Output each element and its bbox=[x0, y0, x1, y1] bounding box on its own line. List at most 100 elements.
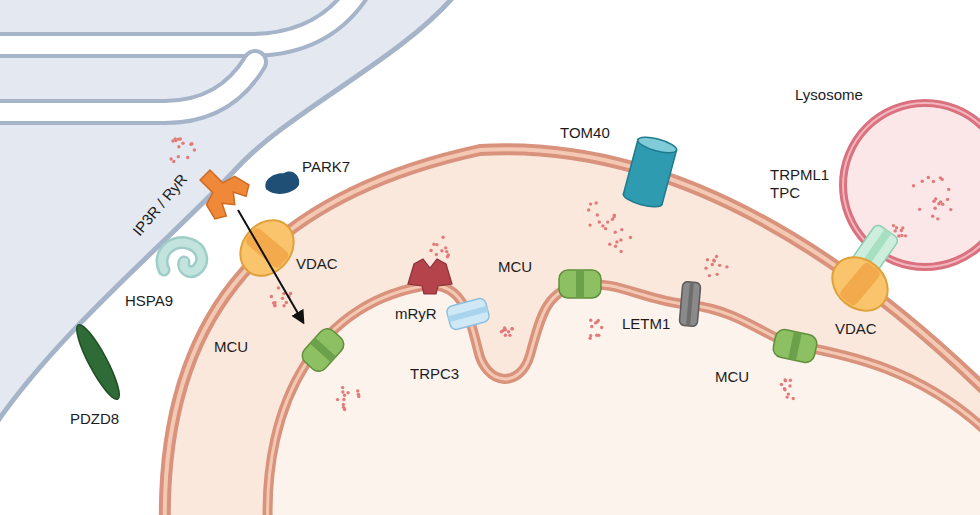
calcium-ion bbox=[900, 234, 903, 237]
calcium-ion bbox=[936, 217, 939, 220]
calcium-ion bbox=[342, 398, 345, 401]
calcium-ion bbox=[171, 139, 174, 142]
calcium-ion bbox=[946, 198, 949, 201]
protein-label: mRyR bbox=[395, 305, 437, 323]
calcium-ion bbox=[894, 229, 897, 232]
protein-label: LETM1 bbox=[622, 315, 670, 333]
calcium-ion bbox=[615, 240, 618, 243]
calcium-ion bbox=[713, 259, 716, 262]
calcium-flux-arrow bbox=[238, 210, 303, 322]
calcium-ion bbox=[177, 145, 180, 148]
calcium-ion bbox=[589, 319, 592, 322]
pdzd8-protein bbox=[70, 321, 125, 404]
calcium-ion bbox=[174, 139, 177, 142]
calcium-ion bbox=[189, 143, 192, 146]
calcium-ion bbox=[590, 325, 593, 328]
calcium-ion bbox=[356, 389, 359, 392]
calcium-ion bbox=[715, 255, 718, 258]
calcium-ion bbox=[501, 329, 504, 332]
calcium-ion bbox=[282, 304, 285, 307]
calcium-ion bbox=[342, 403, 345, 406]
calcium-ion bbox=[444, 246, 447, 249]
calcium-ion bbox=[608, 243, 611, 246]
calcium-ion bbox=[441, 235, 444, 238]
letm1-channel bbox=[679, 281, 701, 326]
calcium-ion bbox=[949, 208, 952, 211]
calcium-ion bbox=[604, 227, 607, 230]
calcium-ion bbox=[947, 188, 950, 191]
protein-label: PARK7 bbox=[302, 158, 350, 176]
protein-label: VDAC bbox=[835, 320, 877, 338]
calcium-ion bbox=[715, 273, 718, 276]
calcium-ion bbox=[446, 255, 449, 258]
hspa9-protein bbox=[162, 243, 202, 272]
calcium-ion bbox=[504, 333, 507, 336]
mcu-channel bbox=[559, 270, 601, 298]
calcium-ion bbox=[587, 208, 590, 211]
calcium-ion bbox=[704, 266, 707, 269]
calcium-ion bbox=[783, 388, 786, 391]
calcium-ion bbox=[792, 397, 795, 400]
calcium-ion bbox=[629, 236, 632, 239]
calcium-ion bbox=[435, 253, 438, 256]
calcium-ion bbox=[939, 176, 942, 179]
calcium-ion bbox=[783, 378, 786, 381]
calcium-ion bbox=[285, 301, 288, 304]
calcium-ion bbox=[273, 301, 276, 304]
calcium-ion bbox=[596, 213, 599, 216]
calcium-ion bbox=[601, 224, 604, 227]
calcium-ion bbox=[341, 390, 344, 393]
calcium-ion bbox=[895, 226, 898, 229]
protein-label: TPC bbox=[770, 184, 800, 202]
calcium-ion bbox=[933, 206, 936, 209]
calcium-ion bbox=[181, 142, 184, 145]
calcium-ion bbox=[589, 202, 592, 205]
calcium-ion bbox=[357, 395, 360, 398]
mcu-channel bbox=[299, 325, 348, 375]
calcium-ion bbox=[186, 156, 189, 159]
calcium-ion bbox=[711, 263, 714, 266]
calcium-ion bbox=[712, 259, 715, 262]
calcium-ion bbox=[588, 223, 591, 226]
calcium-ion bbox=[179, 137, 182, 140]
calcium-ion bbox=[708, 274, 711, 277]
protein-label: HSPA9 bbox=[125, 292, 173, 310]
calcium-ion bbox=[598, 220, 601, 223]
calcium-ion bbox=[440, 249, 443, 252]
calcium-ion bbox=[595, 334, 598, 337]
calcium-ion bbox=[718, 264, 721, 267]
calcium-ion bbox=[341, 386, 344, 389]
ip3r-ryr-channel bbox=[188, 158, 253, 223]
protein-label: TRPC3 bbox=[410, 365, 459, 383]
calcium-ion bbox=[789, 378, 792, 381]
calcium-ion bbox=[901, 226, 904, 229]
calcium-ion bbox=[190, 142, 193, 145]
vdac-channel bbox=[822, 246, 899, 321]
calcium-ion bbox=[614, 231, 617, 234]
calcium-ion bbox=[619, 250, 622, 253]
protein-label: MCU bbox=[715, 368, 749, 386]
calcium-ion bbox=[510, 327, 513, 330]
calcium-ion bbox=[508, 334, 511, 337]
calcium-ion bbox=[172, 160, 175, 163]
calcium-ion bbox=[611, 218, 614, 221]
calcium-ion bbox=[445, 250, 448, 253]
calcium-ion bbox=[785, 395, 788, 398]
calcium-ion bbox=[784, 379, 787, 382]
calcium-ions bbox=[169, 137, 952, 411]
calcium-ion bbox=[932, 199, 935, 202]
calcium-ion bbox=[937, 202, 940, 205]
calcium-ion bbox=[931, 214, 934, 217]
mryr-channel bbox=[408, 259, 452, 294]
calcium-ion bbox=[432, 243, 435, 246]
calcium-ion bbox=[600, 326, 603, 329]
calcium-ion bbox=[780, 383, 783, 386]
calcium-ion bbox=[897, 234, 900, 237]
calcium-ion bbox=[725, 265, 728, 268]
calcium-ion bbox=[507, 330, 510, 333]
calcium-ion bbox=[594, 201, 597, 204]
calcium-ion bbox=[343, 408, 346, 411]
protein-label: TRPML1 bbox=[770, 166, 829, 184]
calcium-ion bbox=[927, 176, 930, 179]
